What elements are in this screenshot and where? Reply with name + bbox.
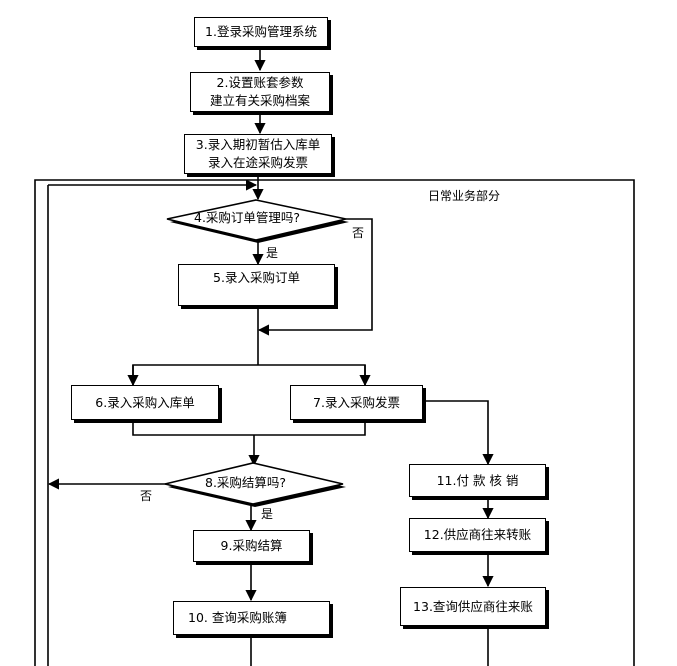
step-12-transfer: 12.供应商往来转账 [409, 518, 546, 552]
step-2-text-2: 建立有关采购档案 [209, 93, 310, 108]
section-title: 日常业务部分 [428, 189, 501, 203]
step-13-text: 13.查询供应商往来账 [413, 598, 533, 614]
section-frame [34, 179, 635, 666]
step-9-text: 9.采购结算 [220, 538, 283, 553]
decision-8-yes-label: 是 [261, 507, 274, 521]
step-3-text-2: 录入在途采购发票 [207, 155, 308, 170]
step-5-purchase-order: 5.录入采购订单 [178, 264, 335, 306]
step-3-opening: 3.录入期初暂估入库单 录入在途采购发票 [184, 134, 332, 174]
step-12-text: 12.供应商往来转账 [423, 527, 532, 542]
step-10-ledger: 10. 查询采购账簿 [173, 601, 330, 635]
step-1-text: 1.登录采购管理系统 [205, 24, 317, 39]
step-9-settlement: 9.采购结算 [193, 530, 310, 562]
step-11-text: 11.付 款 核 销 [436, 472, 519, 488]
decision-8-diamond [164, 462, 344, 505]
step-5-text: 5.录入采购订单 [213, 270, 300, 285]
step-10-text: 10. 查询采购账簿 [188, 610, 287, 625]
step-6-receipt: 6.录入采购入库单 [71, 385, 219, 420]
split-6-7 [132, 364, 366, 385]
merge-6-7 [132, 420, 366, 436]
decision-8-no-label: 否 [140, 489, 153, 503]
step-2-setup: 2.设置账套参数 建立有关采购档案 [190, 72, 330, 112]
decision-4-diamond [166, 199, 347, 241]
step-13-query: 13.查询供应商往来账 [400, 587, 546, 626]
decision-4-text: 4.采购订单管理吗? [194, 210, 301, 225]
decision-8-text: 8.采购结算吗? [205, 475, 287, 490]
no-path-4 [257, 218, 373, 336]
step-1-login: 1.登录采购管理系统 [194, 17, 328, 47]
step-3-text-1: 3.录入期初暂估入库单 [195, 137, 321, 152]
arrow-7-11 [423, 400, 494, 466]
step-2-text-1: 2.设置账套参数 [216, 75, 304, 90]
step-6-text: 6.录入采购入库单 [95, 394, 195, 410]
step-7-invoice: 7.录入采购发票 [290, 385, 423, 420]
step-11-payment: 11.付 款 核 销 [409, 464, 546, 497]
decision-4-yes-label: 是 [266, 246, 279, 260]
step-7-text: 7.录入采购发票 [313, 394, 400, 410]
decision-4-no-label: 否 [352, 226, 365, 240]
